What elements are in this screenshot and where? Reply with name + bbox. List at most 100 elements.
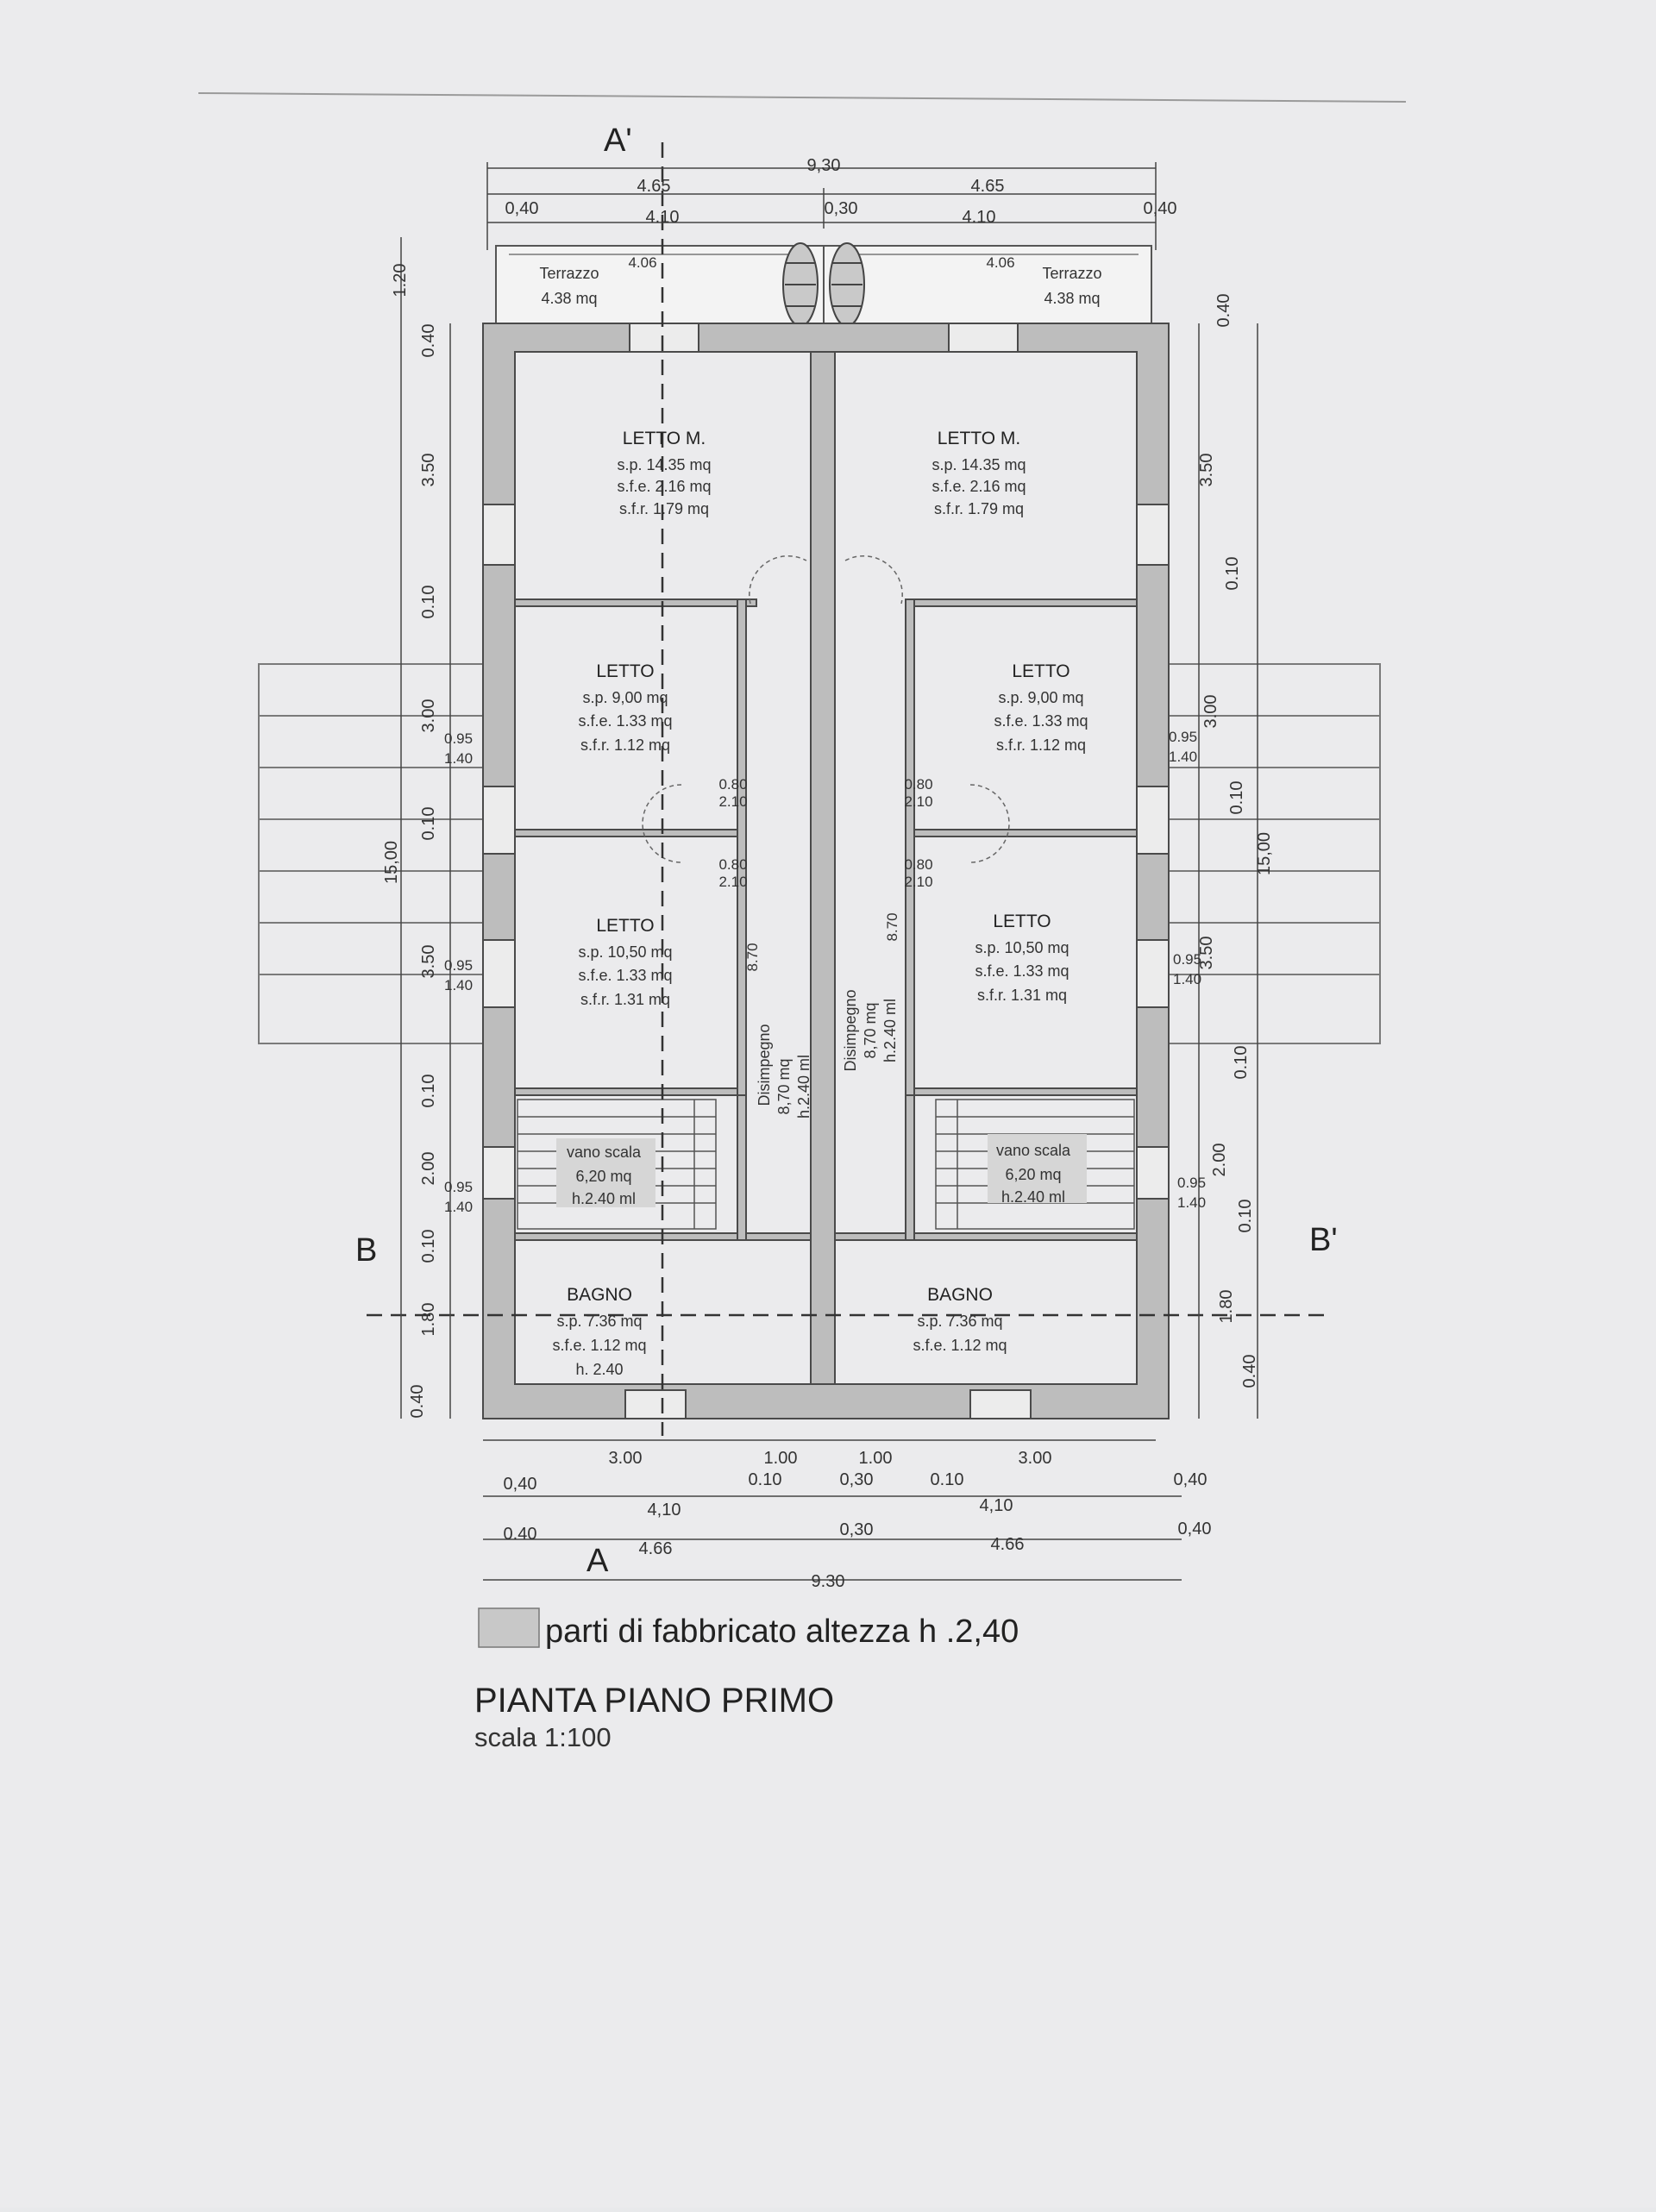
terrazzo-right-area: 4.38 mq	[1044, 290, 1100, 307]
dim-half-left: 4.65	[637, 177, 671, 196]
bottom-dim: 0,40	[504, 1475, 537, 1494]
dim-half-right: 4.65	[971, 177, 1005, 196]
bottom-dim: 3.00	[609, 1449, 643, 1468]
terraces	[495, 245, 1152, 324]
win-h: 1.40	[444, 1199, 473, 1215]
terrazzo-left-name: Terrazzo	[539, 265, 599, 282]
room-h: h.2.40 ml	[795, 1055, 812, 1119]
room-name: BAGNO	[927, 1285, 993, 1305]
door-w: 0.80	[718, 776, 747, 793]
right-dim: 0.10	[1227, 781, 1246, 815]
section-b-left: B	[355, 1232, 377, 1269]
bottom-dim: 3.00	[1019, 1449, 1052, 1468]
left-dim: 3.50	[419, 945, 438, 979]
room-bagno-left: BAGNO s.p. 7.36 mq s.f.e. 1.12 mq h. 2.4…	[552, 1285, 646, 1378]
page-rule	[198, 92, 1407, 103]
room-sp: s.p. 10,50 mq	[975, 939, 1069, 956]
bottom-dim: 0,30	[840, 1520, 874, 1539]
room-sfr: s.f.r. 1.79 mq	[934, 500, 1024, 517]
win-w: 0.95	[444, 1179, 473, 1195]
right-dim: 3.50	[1197, 454, 1216, 487]
room-sp: s.p. 7.36 mq	[917, 1313, 1002, 1330]
terrazzo-left-area: 4.38 mq	[541, 290, 597, 307]
left-dim: 3.00	[419, 699, 438, 733]
left-dim: 0.10	[419, 807, 438, 841]
door-h: 2.10	[718, 793, 747, 810]
terrazzo-right-name: Terrazzo	[1042, 265, 1101, 282]
right-dim: 2.00	[1210, 1144, 1229, 1177]
room-bagno-right: BAGNO s.p. 7.36 mq s.f.e. 1.12 mq	[913, 1285, 1007, 1354]
right-dim: 0.10	[1223, 557, 1242, 591]
room-letto-m-left: LETTO M. s.p. 14.35 mq s.f.e. 2.16 mq s.…	[617, 429, 711, 517]
room-disimpegno-right: Disimpegno 8,70 mq h.2.40 ml	[842, 989, 899, 1071]
legend-swatch	[478, 1607, 540, 1648]
win-h: 1.40	[1169, 749, 1197, 765]
door-labels: 0.80 2.10 0.80 2.10 0.80 2.10 0.80 2.10	[718, 776, 932, 890]
room-vano-scala-left: vano scala 6,20 mq h.2.40 ml	[556, 1138, 656, 1207]
bottom-dimension-labels: 3.00 1.00 1.00 3.00 0.10 0,30 0.10 0,40 …	[504, 1449, 1212, 1591]
dim-terrace-left: 4.06	[628, 254, 656, 271]
plan-title: PIANTA PIANO PRIMO	[474, 1682, 834, 1720]
right-dim: 0.10	[1232, 1046, 1251, 1080]
room-sfr: s.f.r. 1.79 mq	[619, 500, 709, 517]
room-name: vano scala	[567, 1144, 642, 1161]
left-dim: 1.80	[419, 1303, 438, 1337]
room-h: h.2.40 ml	[572, 1190, 636, 1207]
win-h: 1.40	[1173, 971, 1201, 987]
left-dim: 0.10	[419, 586, 438, 619]
left-dim: 0.10	[419, 1230, 438, 1263]
room-area: 8,70 mq	[862, 1002, 879, 1058]
bottom-dim: 0.10	[931, 1470, 964, 1489]
door-swings	[642, 555, 1010, 863]
room-letto-1-left: LETTO s.p. 9,00 mq s.f.e. 1.33 mq s.f.r.…	[578, 661, 672, 754]
room-sfr: s.f.r. 1.12 mq	[580, 736, 670, 754]
plan-scale: scala 1:100	[474, 1722, 612, 1752]
win-h: 1.40	[444, 977, 473, 993]
right-dim: 0.40	[1240, 1355, 1259, 1388]
legend-text: parti di fabbricato altezza h .2,40	[545, 1614, 1019, 1650]
win-w: 0.95	[1173, 951, 1201, 968]
dim-wall-right: 0,40	[1144, 199, 1177, 218]
room-sp: s.p. 9,00 mq	[582, 689, 668, 706]
right-dim: 0.10	[1236, 1200, 1255, 1233]
room-h: h. 2.40	[575, 1361, 623, 1378]
dim-inner-left: 4.10	[646, 208, 680, 227]
dim-terrace-right: 4.06	[986, 254, 1014, 271]
windows	[482, 323, 1170, 1419]
bottom-dim: 1.00	[859, 1449, 893, 1468]
room-h: h.2.40 ml	[1001, 1188, 1065, 1206]
room-name: BAGNO	[567, 1285, 632, 1305]
room-sp: s.p. 10,50 mq	[578, 943, 672, 961]
left-dim: 0.10	[419, 1075, 438, 1108]
side-dimension-lines	[400, 237, 1258, 1419]
room-name: LETTO	[596, 916, 654, 936]
win-h: 1.40	[1177, 1194, 1206, 1211]
bottom-dim: 4,10	[980, 1496, 1013, 1515]
room-name: LETTO	[596, 661, 654, 681]
room-letto-2-left: LETTO s.p. 10,50 mq s.f.e. 1.33 mq s.f.r…	[578, 916, 672, 1008]
overall-width-top: 9,30	[807, 156, 841, 175]
overall-height-left: 15,00	[382, 841, 401, 884]
room-letto-m-right: LETTO M. s.p. 14.35 mq s.f.e. 2.16 mq s.…	[932, 429, 1026, 517]
left-dim: 0.40	[408, 1385, 427, 1419]
bottom-dim: 0.40	[504, 1525, 537, 1544]
section-a-bottom: A	[586, 1543, 609, 1579]
window-notes: 0.95 1.40 0.95 1.40 0.95 1.40 0.95 1.40 …	[444, 729, 1206, 1215]
room-sfr: s.f.r. 1.31 mq	[580, 991, 670, 1008]
left-dim: 2.00	[419, 1152, 438, 1186]
bottom-dim: 1.00	[764, 1449, 798, 1468]
legend: parti di fabbricato altezza h .2,40	[478, 1607, 1019, 1650]
room-sfe: s.f.e. 1.12 mq	[913, 1337, 1007, 1354]
left-dim: 0.40	[419, 324, 438, 358]
left-dim: 3.50	[419, 454, 438, 487]
room-vano-scala-right: vano scala 6,20 mq h.2.40 ml	[988, 1134, 1087, 1206]
room-sfe: s.f.e. 2.16 mq	[617, 478, 711, 495]
door-w: 0.80	[904, 856, 932, 873]
room-disimpegno-left: Disimpegno 8,70 mq h.2.40 ml	[756, 1024, 812, 1119]
section-lines	[367, 142, 1328, 1436]
room-sfe: s.f.e. 1.33 mq	[975, 962, 1069, 980]
top-dimension-lines	[486, 162, 1157, 250]
right-dim: 0.40	[1214, 294, 1233, 328]
room-area: 6,20 mq	[1005, 1166, 1061, 1183]
